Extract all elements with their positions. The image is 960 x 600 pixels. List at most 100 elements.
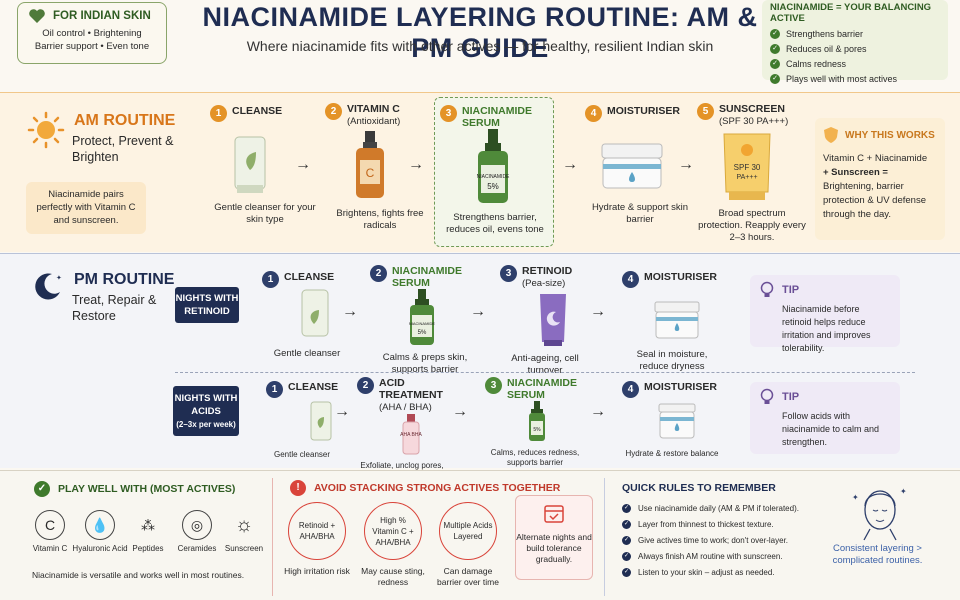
droplet-icon: 💧 [85,510,115,540]
niacinamide-bottle-icon: 5% [529,401,545,441]
alert-icon: ! [290,480,306,496]
indian-skin-badge: FOR INDIAN SKIN Oil control • Brightenin… [17,2,167,64]
play-well-title: ✓PLAY WELL WITH (MOST ACTIVES) [34,481,235,497]
rule-item: ✓Give actives time to work; don't over-l… [622,535,789,545]
cleanser-tube-icon [234,136,266,193]
arrow-icon: → [295,156,311,173]
cleanser-tube-icon [301,289,329,337]
arrow-icon: → [562,156,578,173]
arrow-icon: → [452,403,468,420]
check-icon: ✓ [622,503,631,513]
pw-sunscreen: ☼Sunscreen [216,510,272,554]
check-icon: ✓ [770,73,780,84]
badge-title: FOR INDIAN SKIN [53,10,151,22]
check-icon: ✓ [34,481,50,497]
svg-text:✦: ✦ [900,487,907,496]
vitamin-c-icon: C [35,510,65,540]
pw-ceramides: ◎Ceramides [169,510,225,554]
rule-item: ✓Use niacinamide daily (AM & PM if toler… [622,503,799,513]
rules-title: QUICK RULES TO REMEMBER [622,482,776,494]
play-well-note: Niacinamide is versatile and works well … [32,570,245,580]
sun-icon: ☼ [234,514,254,536]
arrow-icon: → [342,303,358,320]
alternate-nights-box: Alternate nights and build tolerance gra… [515,495,593,580]
pm-title: PM ROUTINE [74,271,175,288]
arrow-icon: → [590,303,606,320]
svg-text:C: C [366,166,375,180]
rule-item: ✓Always finish AM routine with sunscreen… [622,551,783,561]
cleanser-tube-icon [310,401,332,441]
heart-icon [29,9,45,23]
sun-icon [27,111,65,149]
arrow-icon: → [470,303,486,320]
svg-text:5%: 5% [418,330,427,336]
lightbulb-icon [760,281,774,297]
check-icon: ✓ [770,58,780,69]
svg-text:AHA BHA: AHA BHA [400,432,422,438]
divider [175,372,915,373]
badge-line1: Oil control • Brightening [42,28,142,39]
pw-hyaluronic: 💧Hyaluronic Acid [72,510,128,554]
acid-bottle-icon: AHA BHA [400,414,422,455]
benefit-item: ✓Strengthens barrier [770,26,940,41]
avoid-title: !AVOID STACKING STRONG ACTIVES TOGETHER [290,480,560,496]
arrow-icon: → [334,403,350,420]
badge-line2: Barrier support • Even tone [34,41,150,52]
svg-text:✦: ✦ [56,274,62,282]
check-icon: ✓ [622,535,631,545]
arrow-icon: → [590,403,606,420]
arrow-icon: → [408,156,424,173]
divider [272,478,273,596]
divider [604,478,605,596]
check-icon: ✓ [622,551,631,561]
check-icon: ✓ [622,567,631,577]
page-subtitle: Where niacinamide fits with other active… [246,38,714,54]
rules-list: ✓Use niacinamide daily (AM & PM if toler… [622,500,822,580]
retinoid-tube-icon [540,294,566,346]
svg-text:5%: 5% [487,182,499,191]
svg-text:5%: 5% [533,427,541,433]
benefit-item: ✓Reduces oil & pores [770,41,940,56]
face-icon: ✦✦ [852,487,907,541]
svg-text:SPF 30: SPF 30 [734,163,761,172]
balancing-title: NIACINAMIDE = YOUR BALANCING ACTIVE [770,2,932,24]
calendar-check-icon [544,505,564,523]
vitamin-c-bottle-icon: C [356,131,384,198]
check-icon: ✓ [622,519,631,529]
arrow-icon: → [678,156,694,173]
lightbulb-icon [760,388,774,404]
tip-retinoid-box: TIP Niacinamide before retinoid helps re… [750,275,900,353]
moisturiser-jar-icon [654,301,700,339]
ceramide-icon: ◎ [182,510,212,540]
why-this-works-box: WHY THIS WORKS Vitamin C + Niacinamide+ … [815,118,945,240]
balancing-active-box: NIACINAMIDE = YOUR BALANCING ACTIVE ✓Str… [762,0,948,84]
benefit-item: ✓Calms redness [770,56,940,71]
page-title: NIACINAMIDE LAYERING ROUTINE: AM & PM GU… [202,2,758,63]
molecule-icon: ⁂ [141,517,155,533]
check-icon: ✓ [770,28,780,39]
am-title: AM ROUTINE [74,112,176,129]
moon-icon: ✦ [35,273,62,300]
rule-item: ✓Listen to your skin – adjust as needed. [622,567,775,577]
rule-item: ✓Layer from thinnest to thickest texture… [622,519,774,529]
benefit-item: ✓Plays well with most actives [770,71,940,86]
